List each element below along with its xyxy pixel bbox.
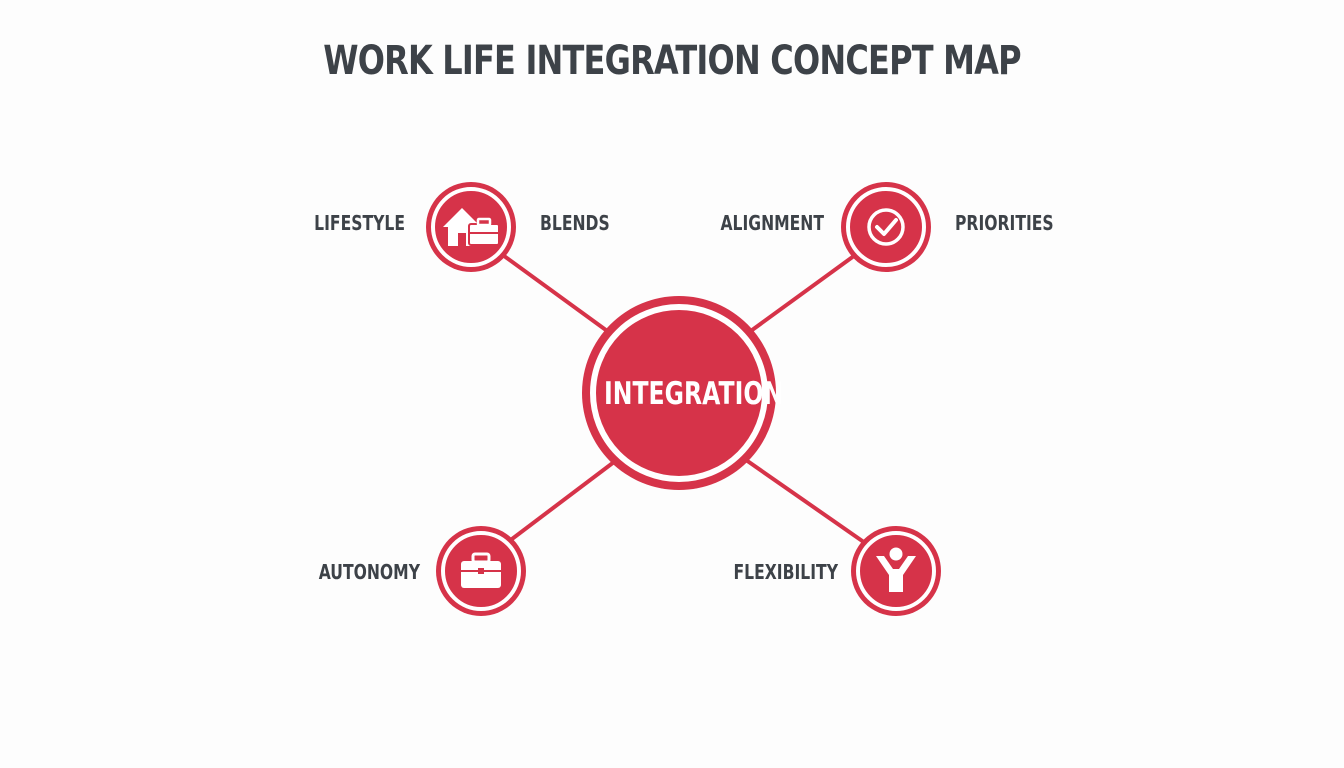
label-flexibility: FLEXIBILITY bbox=[733, 560, 838, 584]
checkmark-icon bbox=[867, 208, 905, 246]
hub-node bbox=[582, 296, 776, 490]
label-alignment: ALIGNMENT bbox=[720, 211, 824, 235]
label-lifestyle: LIFESTYLE bbox=[314, 211, 405, 235]
node-flexibility bbox=[851, 526, 941, 616]
label-priorities: PRIORITIES bbox=[955, 211, 1054, 235]
person-arms-raised-icon bbox=[876, 547, 916, 592]
hub-label: INTEGRATION bbox=[604, 376, 784, 412]
page-title: WORK LIFE INTEGRATION CONCEPT MAP bbox=[323, 38, 1021, 84]
connector-flexibility bbox=[744, 458, 870, 547]
label-autonomy: AUTONOMY bbox=[318, 560, 420, 584]
connector-lifestyle bbox=[498, 251, 612, 335]
house-briefcase-icon bbox=[443, 208, 500, 246]
briefcase-icon bbox=[461, 552, 501, 588]
node-alignment bbox=[841, 182, 931, 272]
connector-alignment bbox=[746, 251, 860, 335]
node-autonomy bbox=[436, 526, 526, 616]
label-blends: BLENDS bbox=[540, 211, 610, 235]
node-lifestyle bbox=[426, 182, 516, 272]
connector-autonomy bbox=[506, 460, 616, 544]
